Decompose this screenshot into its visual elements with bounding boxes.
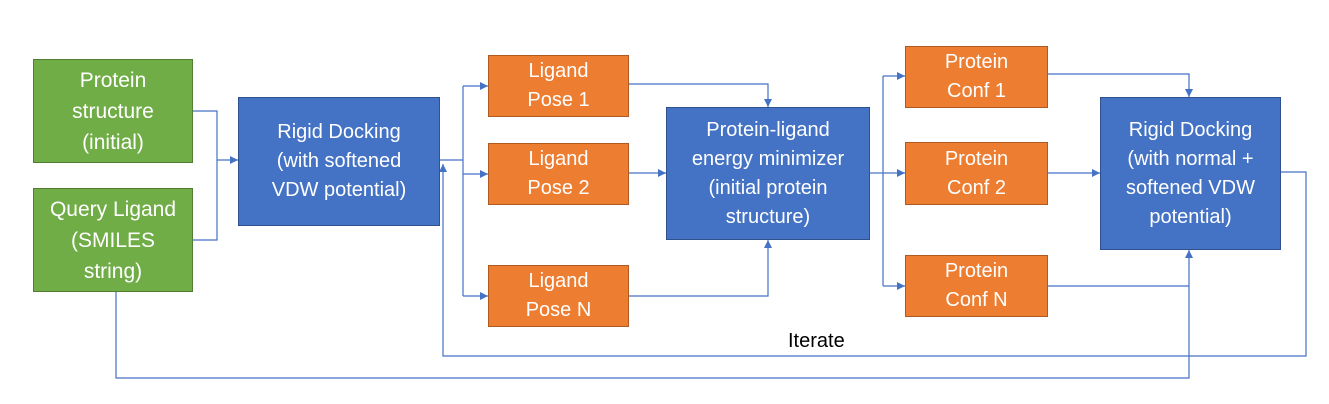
ligand-pose-2-node: Ligand Pose 2 (488, 143, 629, 205)
ligand-pose-1-node: Ligand Pose 1 (488, 55, 629, 117)
rigid-docking-final-node: Rigid Docking (with normal + softened VD… (1100, 97, 1281, 250)
connector-iterate-loop (439, 164, 1307, 357)
rigid-docking-node: Rigid Docking (with softened VDW potenti… (238, 97, 440, 226)
connector-conf1-to-docking2 (1048, 73, 1193, 97)
protein-structure-node: Protein structure (initial) (33, 59, 193, 163)
connector-protein-to-docking (193, 110, 238, 164)
protein-conf-1-node: Protein Conf 1 (905, 46, 1048, 108)
protein-conf-2-node: Protein Conf 2 (905, 142, 1048, 205)
connector-ligand-to-docking (193, 160, 218, 241)
query-ligand-node: Query Ligand (SMILES string) (33, 188, 193, 292)
connector-ligand-to-docking2 (115, 250, 1193, 379)
protein-conf-n-node: Protein Conf N (905, 255, 1048, 317)
energy-minimizer-node: Protein-ligand energy minimizer (initial… (666, 107, 870, 240)
iterate-label: Iterate (788, 330, 845, 352)
connector-pose1-to-minimizer (629, 83, 772, 107)
ligand-pose-n-node: Ligand Pose N (488, 265, 629, 327)
connector-posen-to-minimizer (629, 240, 772, 297)
